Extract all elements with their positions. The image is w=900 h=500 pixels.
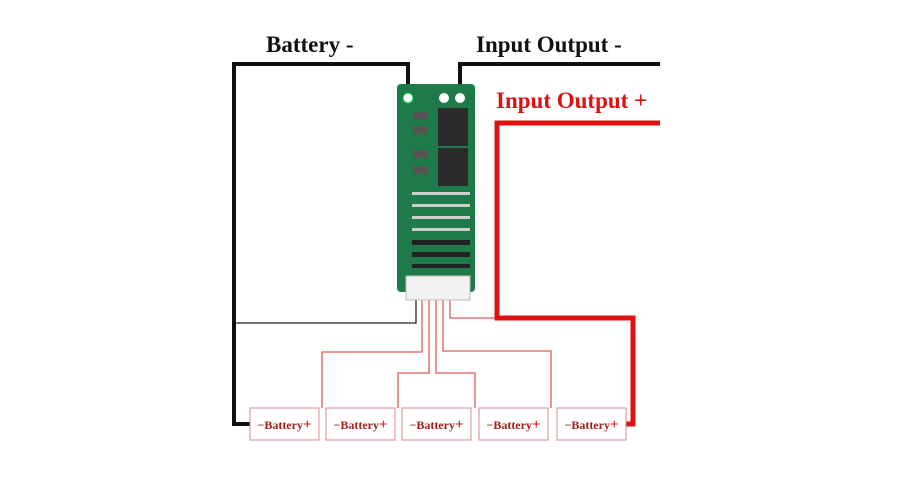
balance-wire-2: [397, 300, 430, 408]
balance-wire-4: [442, 300, 552, 408]
battery-cell: −Battery+: [401, 407, 472, 441]
cell-name: Battery: [340, 418, 379, 432]
cell-minus: −: [333, 418, 340, 432]
cell-minus: −: [409, 418, 416, 432]
cell-name: Battery: [416, 418, 455, 432]
cell-name: Battery: [571, 418, 610, 432]
balance-wire-5: [449, 300, 497, 319]
cell-plus: +: [379, 417, 388, 433]
battery-cell-box: [478, 407, 549, 441]
battery-cells: −Battery+−Battery+−Battery+−Battery+−Bat…: [249, 407, 627, 441]
battery-negative-wire: [232, 62, 410, 426]
balance-wire-1: [321, 300, 423, 408]
battery-cell-box: [556, 407, 627, 441]
cell-name: Battery: [264, 418, 303, 432]
bms-board: [397, 84, 475, 301]
battery-cell-box: [249, 407, 320, 441]
output-negative-label: Input Output -: [476, 32, 622, 57]
cell-name: Battery: [493, 418, 532, 432]
output-positive-label: Input Output +: [496, 88, 647, 113]
cell-plus: +: [532, 417, 541, 433]
output-positive-wire: [494, 120, 660, 427]
battery-cell-box: [401, 407, 472, 441]
cell-minus: −: [257, 418, 264, 432]
battery-cell-label: −Battery+: [564, 417, 618, 433]
battery-cell: −Battery+: [478, 407, 549, 441]
battery-cell: −Battery+: [249, 407, 320, 441]
cell-plus: +: [303, 417, 312, 433]
battery-cell-label: −Battery+: [333, 417, 387, 433]
cell-minus: −: [564, 418, 571, 432]
battery-cell-label: −Battery+: [409, 417, 463, 433]
battery-cell: −Battery+: [556, 407, 627, 441]
balance-connector: [405, 275, 471, 301]
cell-plus: +: [455, 417, 464, 433]
cell-plus: +: [610, 417, 619, 433]
battery-negative-label: Battery -: [266, 32, 354, 57]
cell-minus: −: [486, 418, 493, 432]
battery-cell-box: [325, 407, 396, 441]
sense-wire: [236, 300, 417, 324]
balance-wire-3: [435, 300, 476, 408]
balance-wires: [321, 300, 552, 408]
battery-cell-label: −Battery+: [257, 417, 311, 433]
battery-cell: −Battery+: [325, 407, 396, 441]
battery-cell-label: −Battery+: [486, 417, 540, 433]
